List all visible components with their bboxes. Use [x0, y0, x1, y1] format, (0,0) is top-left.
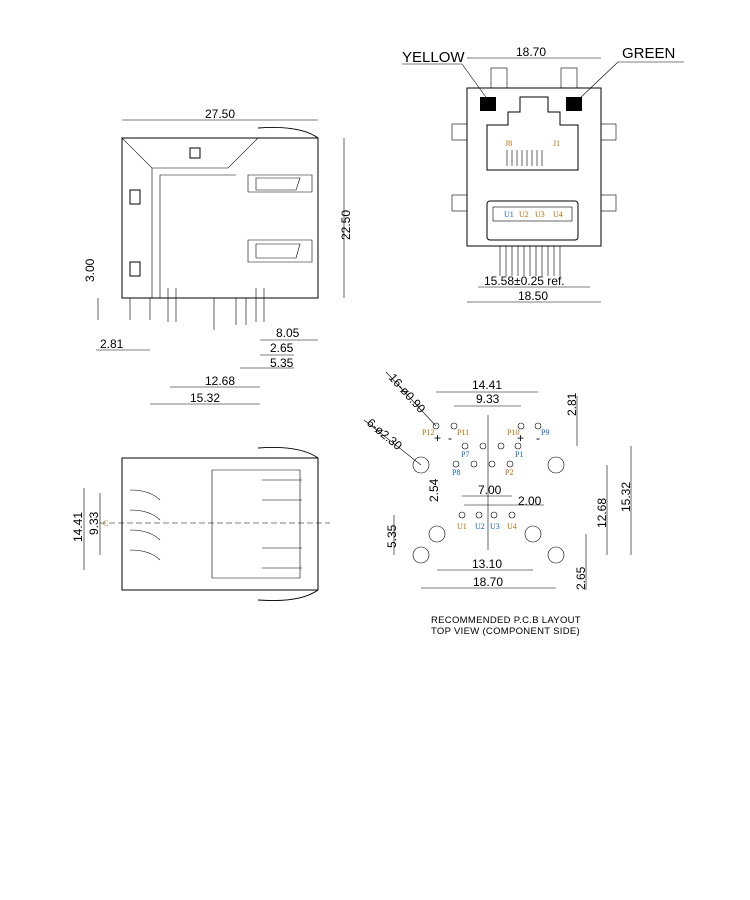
- dim-18-70: 18.70: [473, 575, 503, 589]
- pin-p1: P1: [515, 450, 523, 459]
- polarity-minus: -: [536, 431, 540, 445]
- pcb-holes: [412, 422, 565, 564]
- pin-j1: J1: [553, 139, 560, 148]
- dim-12-68: 12.68: [205, 374, 235, 388]
- dim-15-32: 15.32: [190, 391, 220, 405]
- dim-bottom-14-41: 14.41: [71, 512, 85, 542]
- dim-ref-width: 15.58±0.25 ref.: [484, 274, 565, 288]
- front-body-outline: [466, 87, 602, 247]
- polarity-plus: +: [517, 431, 524, 445]
- pin-p10: P10: [507, 428, 519, 437]
- dim-2-65: 2.65: [270, 341, 294, 355]
- label-green: GREEN: [622, 45, 675, 62]
- pin-j8: J8: [505, 139, 512, 148]
- led-green: [566, 97, 582, 111]
- led-yellow: [480, 97, 496, 111]
- pin-u1: U1: [457, 522, 467, 531]
- dim-length: 27.50: [205, 107, 235, 121]
- dim-13-10: 13.10: [472, 557, 502, 571]
- dim-8-05: 8.05: [276, 326, 300, 340]
- dim-height: 22.50: [339, 210, 353, 240]
- pin-u2: U2: [519, 210, 529, 219]
- dim-2-81: 2.81: [565, 392, 579, 416]
- note-large-holes: 6-ø2.30: [364, 416, 405, 454]
- label-yellow: YELLOW: [402, 49, 465, 66]
- dim-5-35: 5.35: [270, 356, 294, 370]
- pin-u1: U1: [504, 210, 514, 219]
- pin-p11: P11: [457, 428, 469, 437]
- dim-2-54: 2.54: [427, 478, 441, 502]
- dim-front-width: 18.70: [516, 45, 546, 59]
- pcb-layout: 16-ø0.90 6-ø2.30 P12 P11 P10 P9 + - + - …: [363, 371, 633, 637]
- dim-9-33: 9.33: [476, 392, 500, 406]
- polarity-minus: -: [448, 431, 452, 445]
- side-view: 27.50 22.50 3.00 2.81 8.05 2.65 5.35 12.…: [83, 107, 353, 405]
- dim-14-41: 14.41: [472, 378, 502, 392]
- pin-u2: U2: [475, 522, 485, 531]
- front-view: J8 J1 U1 U2 U3 U4 18.70 YELLOW GREEN 15.…: [402, 45, 684, 303]
- dim-pin-height: 3.00: [83, 258, 97, 282]
- pin-p2: P2: [505, 468, 513, 477]
- rj45-port: [486, 96, 579, 171]
- pin-p8: P8: [452, 468, 460, 477]
- dim-12-68: 12.68: [595, 498, 609, 528]
- dim-15-32: 15.32: [619, 482, 633, 512]
- dim-bottom-9-33: 9.33: [87, 511, 101, 535]
- pin-u4: U4: [507, 522, 517, 531]
- polarity-plus: +: [434, 431, 441, 445]
- side-body-outline: [121, 137, 319, 299]
- pin-u3: U3: [535, 210, 545, 219]
- bottom-body-outline: [121, 457, 319, 591]
- caption-line-1: RECOMMENDED P.C.B LAYOUT: [431, 615, 581, 626]
- pin-p9: P9: [541, 428, 549, 437]
- note-small-holes: 16-ø0.90: [386, 371, 429, 416]
- pin-p12: P12: [422, 428, 434, 437]
- dim-5-35: 5.35: [385, 524, 399, 548]
- center-mark: C: [103, 519, 108, 528]
- dim-bottom-width: 18.50: [518, 289, 548, 303]
- dim-2-65: 2.65: [574, 566, 588, 590]
- bottom-view: C 14.41 9.33: [71, 447, 330, 601]
- pin-p7: P7: [461, 450, 469, 459]
- dim-2-00: 2.00: [518, 494, 542, 508]
- caption-line-2: TOP VIEW (COMPONENT SIDE): [431, 626, 580, 637]
- dim-7-00: 7.00: [478, 483, 502, 497]
- dim-2-81: 2.81: [100, 337, 124, 351]
- usb-port: [486, 200, 579, 241]
- pin-u4: U4: [553, 210, 563, 219]
- pin-u3: U3: [490, 522, 500, 531]
